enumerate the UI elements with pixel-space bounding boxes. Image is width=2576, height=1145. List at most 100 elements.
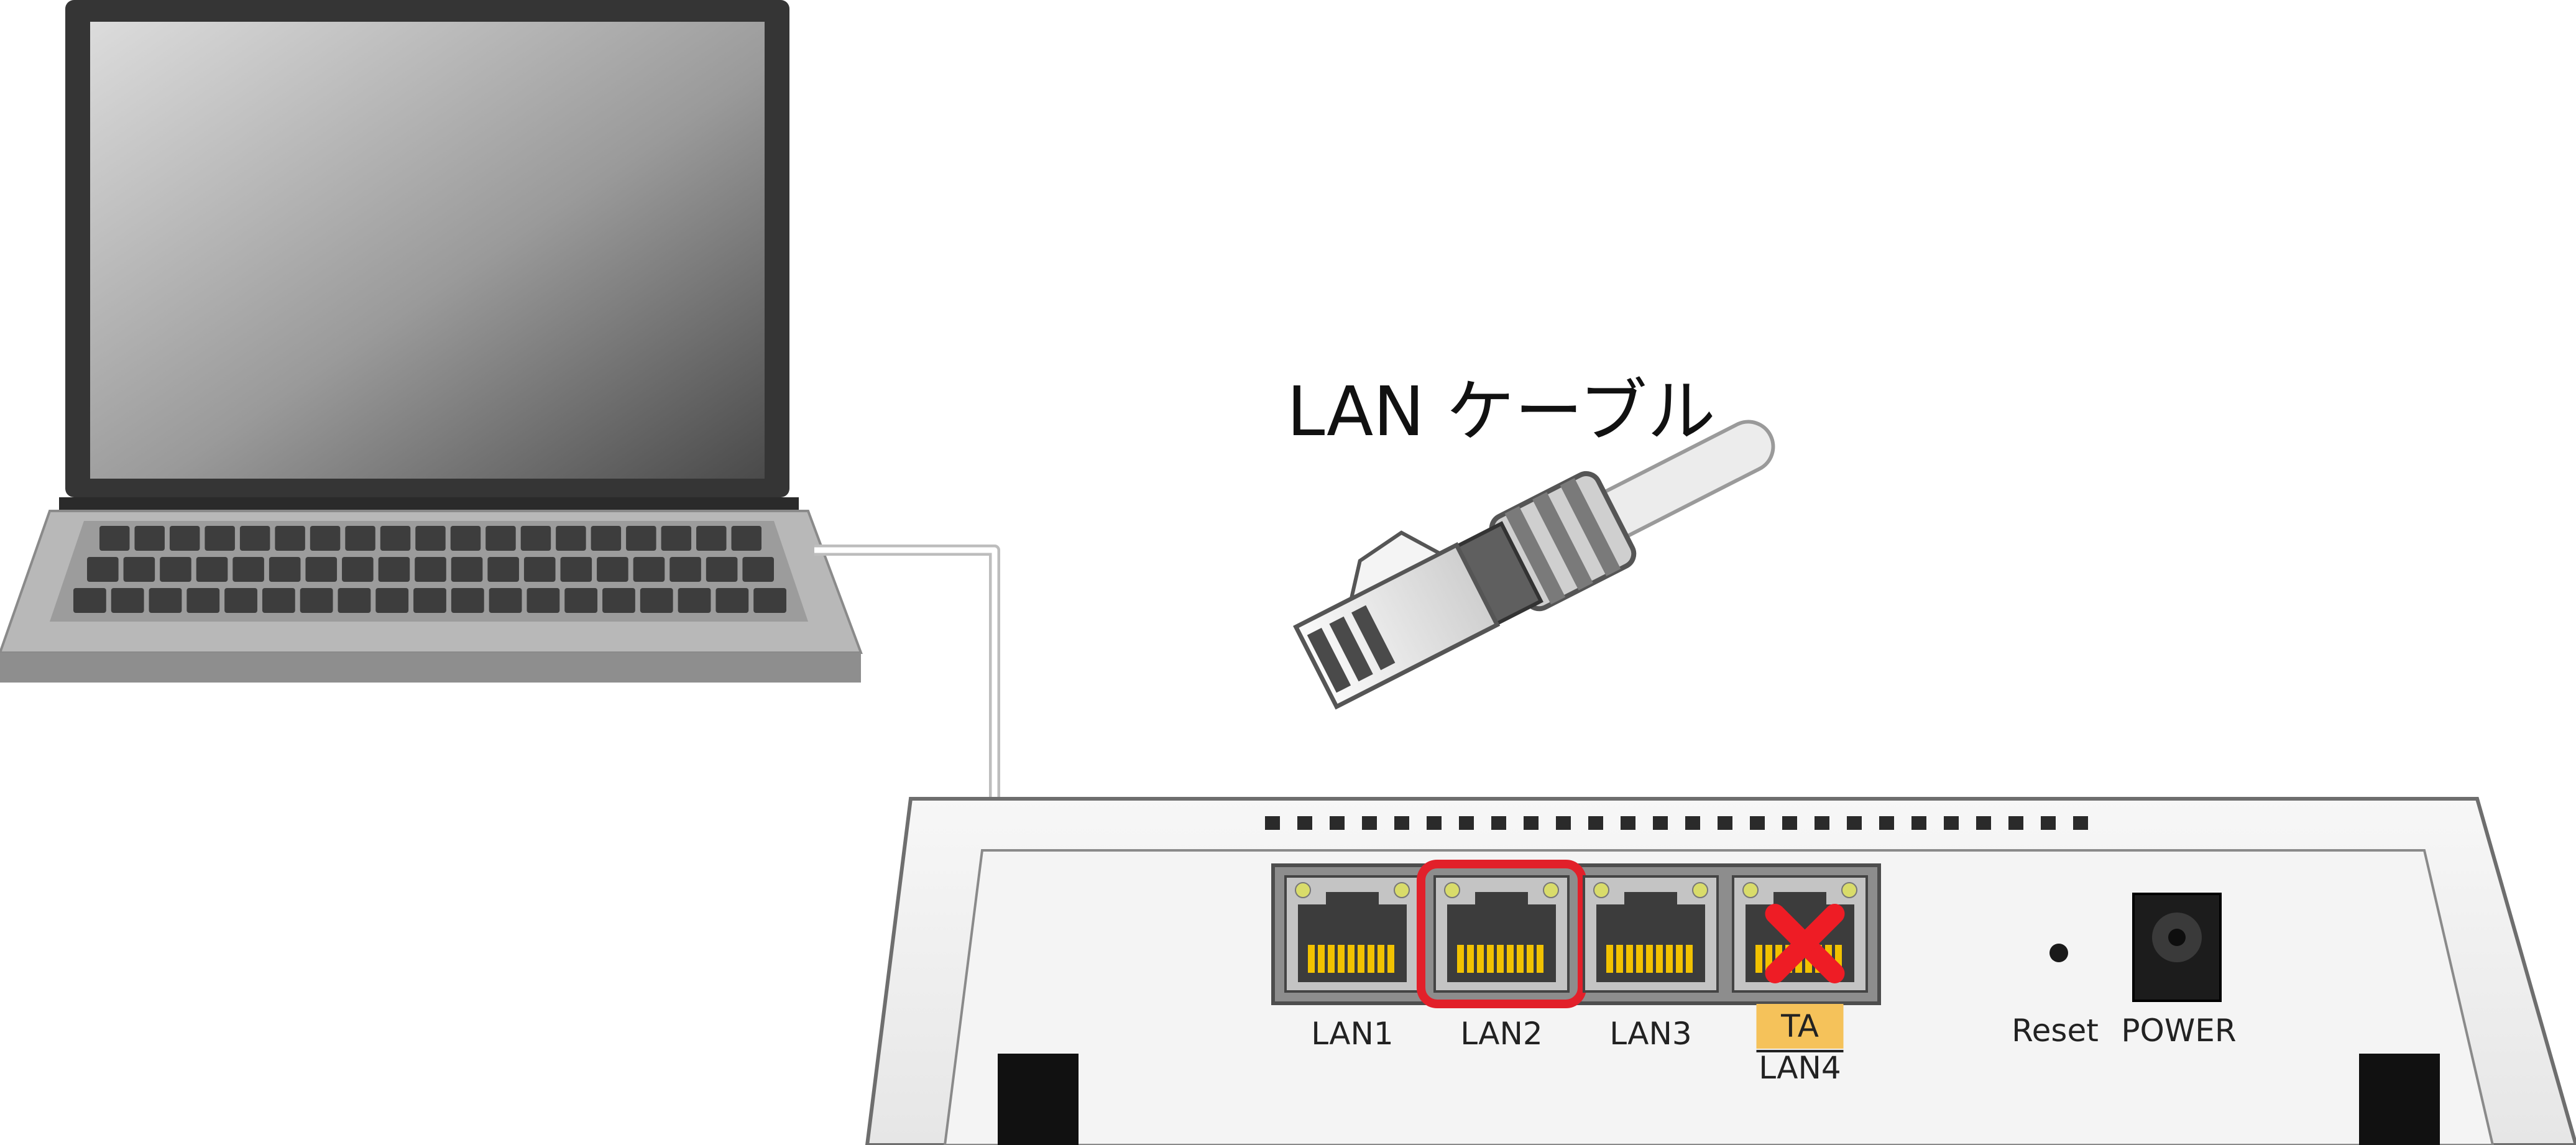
laptop-keyboard bbox=[73, 526, 786, 613]
keyboard-key bbox=[205, 526, 235, 551]
keyboard-key bbox=[706, 557, 738, 582]
ta-badge-label: TA bbox=[1780, 1008, 1819, 1044]
router-vent-slot bbox=[1685, 816, 1700, 830]
keyboard-key bbox=[169, 526, 200, 551]
keyboard-key bbox=[489, 588, 522, 613]
port-pin bbox=[1338, 945, 1345, 973]
keyboard-key bbox=[597, 557, 628, 582]
keyboard-key bbox=[633, 557, 665, 582]
router-vent-slot bbox=[1297, 816, 1312, 830]
port-pin bbox=[1467, 945, 1474, 973]
keyboard-key bbox=[731, 526, 761, 551]
port-pin bbox=[1606, 945, 1613, 973]
port-led bbox=[1841, 882, 1857, 898]
port-led bbox=[1543, 882, 1559, 898]
router-vent-slot bbox=[1362, 816, 1377, 830]
port-led bbox=[1742, 882, 1759, 898]
cable-caption: LAN ケーブル bbox=[1287, 372, 1716, 451]
router-vent-slot bbox=[1394, 816, 1409, 830]
keyboard-key bbox=[123, 557, 155, 582]
lan-port-lan1 bbox=[1284, 875, 1420, 993]
router-vent-slot bbox=[1879, 816, 1894, 830]
keyboard-key bbox=[196, 557, 228, 582]
port-led bbox=[1593, 882, 1609, 898]
router-vent-slot bbox=[1491, 816, 1506, 830]
port-pin bbox=[1517, 945, 1524, 973]
keyboard-key bbox=[450, 526, 481, 551]
port-pin bbox=[1527, 945, 1534, 973]
keyboard-key bbox=[487, 557, 519, 582]
port-pin bbox=[1348, 945, 1355, 973]
router-vent-slot bbox=[1815, 816, 1829, 830]
port-pin bbox=[1387, 945, 1394, 973]
keyboard-key bbox=[345, 526, 375, 551]
port-led bbox=[1444, 882, 1460, 898]
port-pin bbox=[1308, 945, 1315, 973]
port-pin bbox=[1835, 945, 1842, 973]
keyboard-key bbox=[715, 588, 749, 613]
router-vent-slot bbox=[1653, 816, 1668, 830]
keyboard-key bbox=[564, 588, 598, 613]
keyboard-key bbox=[520, 526, 551, 551]
router-vent-slot bbox=[1750, 816, 1765, 830]
router-vent-slot bbox=[1718, 816, 1732, 830]
router-vent-slot bbox=[1976, 816, 1991, 830]
router-vent-slot bbox=[1265, 816, 1280, 830]
router-vent-slot bbox=[1782, 816, 1797, 830]
keyboard-key bbox=[232, 557, 264, 582]
port-pin bbox=[1457, 945, 1464, 973]
router-vent-slot bbox=[1459, 816, 1474, 830]
laptop-hinge bbox=[59, 497, 799, 511]
lan-port-lan3 bbox=[1583, 875, 1719, 993]
lan-cable-connector-icon bbox=[1293, 420, 1775, 710]
port-pin bbox=[1497, 945, 1504, 973]
keyboard-key bbox=[134, 526, 165, 551]
port-led bbox=[1692, 882, 1708, 898]
keyboard-key bbox=[696, 526, 727, 551]
keyboard-key bbox=[742, 557, 774, 582]
keyboard-key bbox=[378, 557, 410, 582]
keyboard-key bbox=[753, 588, 786, 613]
port-pin bbox=[1765, 945, 1772, 973]
keyboard-key bbox=[678, 588, 711, 613]
port-pin bbox=[1358, 945, 1364, 973]
highlight-box bbox=[1417, 860, 1586, 1008]
keyboard-key bbox=[485, 526, 516, 551]
keyboard-key bbox=[338, 588, 371, 613]
reset-button-icon bbox=[2049, 944, 2068, 962]
keyboard-key bbox=[305, 557, 338, 582]
keyboard-key bbox=[523, 557, 556, 582]
lan-port-lan2 bbox=[1433, 875, 1570, 993]
router-foot-right bbox=[2359, 1054, 2440, 1145]
router-vent-slot bbox=[1588, 816, 1603, 830]
port-pin bbox=[1378, 945, 1384, 973]
port-led bbox=[1295, 882, 1311, 898]
port-pin bbox=[1477, 945, 1484, 973]
keyboard-key bbox=[275, 526, 305, 551]
keyboard-key bbox=[415, 557, 446, 582]
keyboard-key bbox=[149, 588, 182, 613]
port-pin bbox=[1487, 945, 1494, 973]
port-pin bbox=[1676, 945, 1683, 973]
router-vent-slot bbox=[1330, 816, 1345, 830]
router-vents bbox=[1265, 816, 2088, 830]
port-pin bbox=[1507, 945, 1514, 973]
keyboard-key bbox=[269, 557, 301, 582]
port-label-lan4: LAN4 bbox=[1759, 1050, 1841, 1086]
router-vent-slot bbox=[1621, 816, 1635, 830]
keyboard-key bbox=[602, 588, 635, 613]
keyboard-key bbox=[451, 588, 484, 613]
port-pin bbox=[1318, 945, 1325, 973]
keyboard-key bbox=[160, 557, 191, 582]
keyboard-key bbox=[556, 526, 586, 551]
keyboard-key bbox=[111, 588, 144, 613]
router-vent-slot bbox=[1556, 816, 1571, 830]
port-pin bbox=[1666, 945, 1673, 973]
not-allowed-x-icon bbox=[1765, 904, 1845, 983]
keyboard-key bbox=[224, 588, 257, 613]
port-pin bbox=[1328, 945, 1335, 973]
port-pin bbox=[1656, 945, 1663, 973]
keyboard-key bbox=[626, 526, 656, 551]
